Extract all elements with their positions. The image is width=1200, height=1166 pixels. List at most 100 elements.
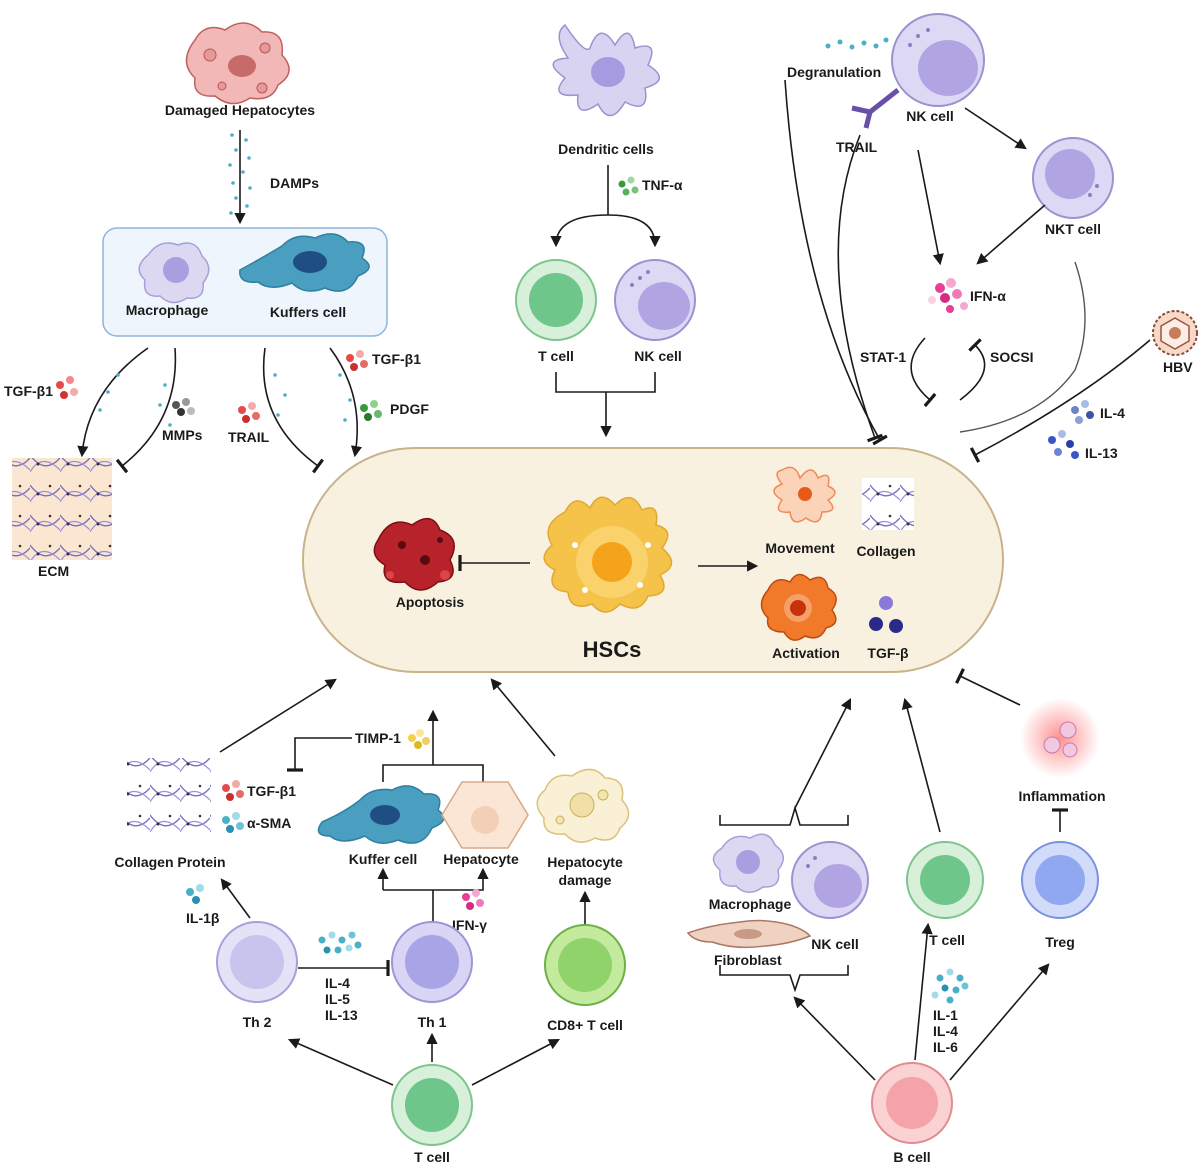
- kuffers-cell-label: Kuffers cell: [270, 304, 346, 320]
- tgf-b-icon: [869, 596, 903, 633]
- inflammation-label: Inflammation: [1018, 788, 1105, 804]
- th2-icon: [216, 921, 298, 1003]
- hbv-virus-icon: [1152, 310, 1198, 356]
- trail-left-label: TRAIL: [228, 429, 270, 445]
- ifn-a-icon: [928, 278, 968, 313]
- tnf-a-icon: [618, 176, 639, 196]
- t-cell-top-label: T cell: [538, 348, 574, 364]
- treg-label: Treg: [1045, 934, 1075, 950]
- kuffer-cell-label: Kuffer cell: [349, 851, 417, 867]
- inflammation-icon: [1020, 698, 1100, 778]
- tgf-b1-bottom-icon: [222, 780, 244, 801]
- nk-cell-bottom-icon: [791, 841, 869, 919]
- tgf-b1-bottom-label: TGF-β1: [247, 783, 296, 799]
- movement-icon: [773, 466, 836, 523]
- th2-label: Th 2: [243, 1014, 272, 1030]
- hsc-cell-icon: [543, 496, 673, 613]
- macrophage-bottom-label: Macrophage: [709, 896, 792, 912]
- kupffer-cell-icon: [239, 233, 370, 292]
- cd8-t-cell-label: CD8+ T cell: [547, 1017, 623, 1033]
- damaged-hepatocytes-icon: [185, 22, 290, 105]
- il-cluster-icon: [318, 931, 362, 954]
- apoptosis-icon: [373, 517, 455, 591]
- trail-right-label: TRAIL: [836, 139, 878, 155]
- il5-label: IL-5: [325, 991, 350, 1007]
- collagen-protein-icon: [127, 758, 211, 842]
- nk-cell-right-icon: [891, 13, 985, 107]
- tgf-b-label: TGF-β: [867, 645, 909, 661]
- th1-icon: [391, 921, 473, 1003]
- degranulation-particles: [825, 37, 889, 50]
- il-1-4-6-icon: [931, 968, 969, 1004]
- il4-right-label: IL-4: [1100, 405, 1125, 421]
- macrophage-bottom-icon: [712, 833, 784, 893]
- il1b-label: IL-1β: [186, 910, 220, 926]
- hepatocyte-damage-label-2: damage: [559, 872, 612, 888]
- th1-label: Th 1: [418, 1014, 447, 1030]
- fibroblast-icon: [686, 919, 812, 949]
- activation-label: Activation: [772, 645, 840, 661]
- ifn-a-label: IFN-α: [970, 288, 1006, 304]
- nk-cell-top-label: NK cell: [634, 348, 681, 364]
- collagen-protein-label: Collagen Protein: [114, 854, 225, 870]
- cd8-t-cell-icon: [544, 924, 626, 1006]
- tgf-b1-left-icon: [56, 376, 78, 399]
- il4-right-icon: [1071, 400, 1094, 424]
- collagen-label: Collagen: [856, 543, 915, 559]
- nk-cell-right-label: NK cell: [906, 108, 953, 124]
- dendritic-cell-icon: [552, 23, 660, 117]
- il13-label: IL-13: [325, 1007, 358, 1023]
- il4-label: IL-4: [325, 975, 350, 991]
- hscs-label: HSCs: [583, 637, 642, 662]
- t-cell-top-icon: [515, 259, 597, 341]
- tgf-b1-mid-icon: [346, 350, 368, 371]
- trail-left-icon: [238, 402, 260, 423]
- ecm-label: ECM: [38, 563, 69, 579]
- pdgf-label: PDGF: [390, 401, 429, 417]
- hepatocyte-damage-icon: [536, 768, 630, 843]
- hbv-label: HBV: [1163, 359, 1193, 375]
- tnf-a-label: TNF-α: [642, 177, 683, 193]
- movement-label: Movement: [765, 540, 835, 556]
- hepatocyte-icon: [441, 781, 529, 849]
- timp1-label: TIMP-1: [355, 730, 401, 746]
- nkt-cell-icon: [1032, 137, 1114, 219]
- nk-cell-top-icon: [614, 259, 696, 341]
- t-cell-bottom-label: T cell: [414, 1149, 450, 1165]
- t-cell-bottom-icon: [391, 1064, 473, 1146]
- socsi-label: SOCSI: [990, 349, 1034, 365]
- hepatocyte-label: Hepatocyte: [443, 851, 519, 867]
- il1b-icon: [186, 884, 204, 904]
- a-sma-icon: [222, 812, 244, 833]
- il13-right-icon: [1048, 430, 1079, 459]
- ecm-fiber-icon: [12, 458, 112, 560]
- activation-icon: [760, 573, 837, 641]
- damps-particles: [228, 133, 252, 215]
- treg-icon: [1021, 841, 1099, 919]
- collagen-icon: [862, 478, 914, 530]
- mmps-label: MMPs: [162, 427, 203, 443]
- ifn-g-icon: [462, 889, 484, 910]
- b-cell-icon: [871, 1062, 953, 1144]
- tgf-b1-mid-label: TGF-β1: [372, 351, 421, 367]
- fibroblast-label: Fibroblast: [714, 952, 782, 968]
- il13-right-label: IL-13: [1085, 445, 1118, 461]
- hepatocyte-damage-label-1: Hepatocyte: [547, 854, 623, 870]
- a-sma-label: α-SMA: [247, 815, 291, 831]
- t-cell-br-label: T cell: [929, 932, 965, 948]
- nk-cell-bottom-label: NK cell: [811, 936, 858, 952]
- b-cell-label: B cell: [893, 1149, 930, 1165]
- ifn-g-label: IFN-γ: [452, 917, 487, 933]
- pdgf-icon: [360, 400, 382, 421]
- tgf-b1-left-label: TGF-β1: [4, 383, 53, 399]
- stat1-label: STAT-1: [860, 349, 906, 365]
- trail-receptor-icon: [851, 88, 900, 129]
- damps-label: DAMPs: [270, 175, 319, 191]
- kuffer-cell-icon: [317, 785, 445, 844]
- macrophage-icon: [138, 242, 210, 304]
- apoptosis-label: Apoptosis: [396, 594, 465, 610]
- mmps-icon: [172, 398, 195, 416]
- il4-br-label: IL-4: [933, 1023, 958, 1039]
- t-cell-br-icon: [906, 841, 984, 919]
